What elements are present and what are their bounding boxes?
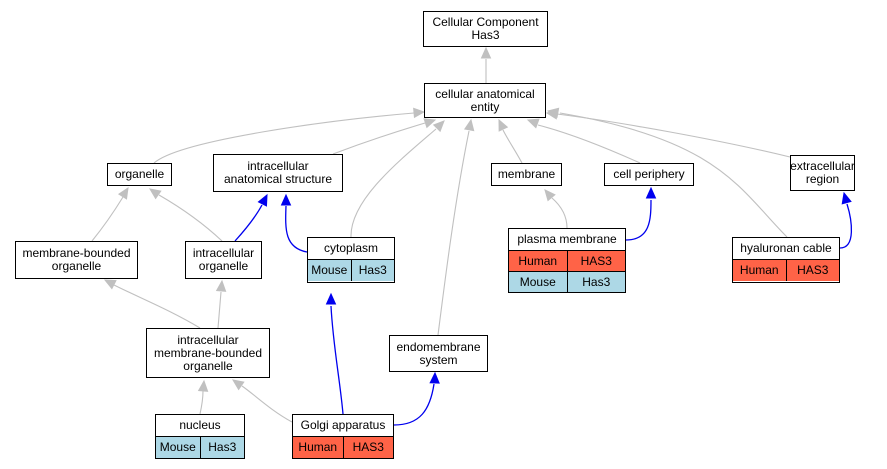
species-cell: Human xyxy=(293,437,343,458)
annotation-row: Human HAS3 xyxy=(293,436,393,458)
node-organelle[interactable]: organelle xyxy=(107,163,172,186)
node-label: intracellular membrane-bounded organelle xyxy=(153,332,263,373)
annotation-row: Mouse Has3 xyxy=(156,436,244,458)
edge-golgi-to-endomembrane xyxy=(393,383,435,426)
node-label: hyaluronan cable xyxy=(740,241,832,255)
node-cell-periphery[interactable]: cell periphery xyxy=(604,163,694,186)
node-label: intracellular anatomical structure xyxy=(223,159,333,186)
edge-io-to-organelle xyxy=(158,194,223,242)
species-cell: Human xyxy=(509,251,567,271)
node-plasma-membrane[interactable]: plasma membrane Human HAS3 Mouse Has3 xyxy=(508,228,626,293)
edge-io-to-organelle-arrowhead xyxy=(149,188,162,200)
annotation-row: Mouse Has3 xyxy=(509,271,625,292)
annotation-row: Mouse Has3 xyxy=(308,259,394,281)
edge-plasma-membrane-to-membrane xyxy=(551,197,568,229)
node-label: organelle xyxy=(114,167,165,181)
edge-organelle-to-cae xyxy=(153,112,415,164)
node-label: intracellular organelle xyxy=(192,246,255,273)
edge-golgi-to-cytoplasm xyxy=(330,305,344,415)
edge-imbo-to-mbo xyxy=(113,284,201,329)
edge-membrane-to-cae xyxy=(502,129,523,164)
edge-membrane-to-cae-arrowhead xyxy=(498,118,509,132)
edge-endomembrane-to-cae xyxy=(437,130,470,336)
species-cell: Mouse xyxy=(156,437,200,458)
node-label: Golgi apparatus xyxy=(300,418,386,432)
edge-cytoplasm-to-ias-arrowhead xyxy=(280,193,292,206)
edge-cytoplasm-to-cae-arrowhead xyxy=(432,120,445,133)
node-cellular-anatomical-entity[interactable]: cellular anatomical entity xyxy=(424,83,546,118)
node-label: endomembrane system xyxy=(396,339,481,367)
node-intracellular-membrane-bounded-organelle[interactable]: intracellular membrane-bounded organelle xyxy=(146,328,270,378)
edge-nucleus-to-imbo xyxy=(199,390,204,415)
edge-imbo-to-io-arrowhead xyxy=(215,279,227,292)
edge-hyaluronan-cable-to-extracellular-region-arrowhead xyxy=(841,191,852,205)
gene-cell: Has3 xyxy=(566,272,625,292)
node-label: cytoplasm xyxy=(323,241,379,255)
node-endomembrane-system[interactable]: endomembrane system xyxy=(389,335,488,372)
edge-hyaluronan-cable-to-extracellular-region xyxy=(839,203,853,249)
edge-cytoplasm-to-ias xyxy=(285,205,308,253)
edge-io-to-ias xyxy=(234,204,263,242)
node-label: cell periphery xyxy=(613,167,685,181)
edge-nucleus-to-imbo-arrowhead xyxy=(197,379,209,392)
edge-mbo-to-organelle xyxy=(91,196,124,242)
node-label: cellular anatomical entity xyxy=(435,86,535,114)
node-cellular-component[interactable]: Cellular Component Has3 xyxy=(423,11,548,47)
edge-golgi-to-imbo-arrowhead xyxy=(232,379,245,391)
edge-extracellular-region-to-cae xyxy=(556,113,791,158)
species-cell: Mouse xyxy=(308,260,351,281)
node-membrane[interactable]: membrane xyxy=(491,163,562,186)
node-extracellular-region[interactable]: extracellular region xyxy=(790,155,855,191)
edge-cell-periphery-to-cae xyxy=(537,124,641,164)
edge-golgi-to-endomembrane-arrowhead xyxy=(429,371,440,384)
edge-imbo-to-mbo-arrowhead xyxy=(103,279,117,290)
gene-cell: HAS3 xyxy=(566,251,625,271)
node-label: Cellular Component Has3 xyxy=(432,15,539,42)
edge-endomembrane-to-cae-arrowhead xyxy=(463,118,475,132)
node-golgi-apparatus[interactable]: Golgi apparatus Human HAS3 xyxy=(292,414,394,459)
node-nucleus[interactable]: nucleus Mouse Has3 xyxy=(155,414,245,459)
edge-plasma-membrane-to-membrane-arrowhead xyxy=(544,189,556,202)
node-intracellular-organelle[interactable]: intracellular organelle xyxy=(185,241,262,279)
edge-hyaluronan-cable-to-cae xyxy=(559,112,788,238)
node-label: extracellular region xyxy=(790,159,855,186)
edge-organelle-to-cae-arrowhead xyxy=(413,107,426,119)
edge-hyaluronan-cable-to-cae-arrowhead xyxy=(546,107,560,119)
node-label: nucleus xyxy=(179,418,221,432)
edge-cell-periphery-to-cae-arrowhead xyxy=(526,118,540,129)
edge-cytoplasm-to-cae xyxy=(350,128,437,238)
annotation-row: Human HAS3 xyxy=(509,250,625,271)
edge-golgi-to-cytoplasm-arrowhead xyxy=(325,292,337,305)
node-membrane-bounded-organelle[interactable]: membrane-bounded organelle xyxy=(15,241,138,279)
node-cytoplasm[interactable]: cytoplasm Mouse Has3 xyxy=(307,237,395,283)
edge-io-to-ias-arrowhead xyxy=(257,193,268,207)
node-intracellular-anatomical-structure[interactable]: intracellular anatomical structure xyxy=(213,154,343,192)
node-hyaluronan-cable[interactable]: hyaluronan cable Human HAS3 xyxy=(732,237,840,283)
node-label: membrane-bounded organelle xyxy=(22,246,131,273)
edge-ias-to-cae xyxy=(332,122,426,155)
edge-plasma-membrane-to-cell-periphery-arrowhead xyxy=(645,186,657,199)
gene-cell: Has3 xyxy=(350,260,394,281)
edge-mbo-to-organelle-arrowhead xyxy=(117,186,129,200)
edge-plasma-membrane-to-cell-periphery xyxy=(625,199,652,241)
gene-cell: Has3 xyxy=(199,437,244,458)
edge-cae-to-root-arrowhead xyxy=(480,46,492,59)
node-label: plasma membrane xyxy=(517,232,617,246)
gene-cell: HAS3 xyxy=(785,260,839,281)
edge-imbo-to-io xyxy=(217,291,222,329)
annotation-row: Human HAS3 xyxy=(733,259,839,281)
species-cell: Human xyxy=(733,260,786,281)
node-label: membrane xyxy=(497,167,556,181)
gene-cell: HAS3 xyxy=(342,437,393,458)
species-cell: Mouse xyxy=(509,272,567,292)
edge-golgi-to-imbo xyxy=(241,385,293,423)
edge-ias-to-cae-arrowhead xyxy=(423,118,437,129)
